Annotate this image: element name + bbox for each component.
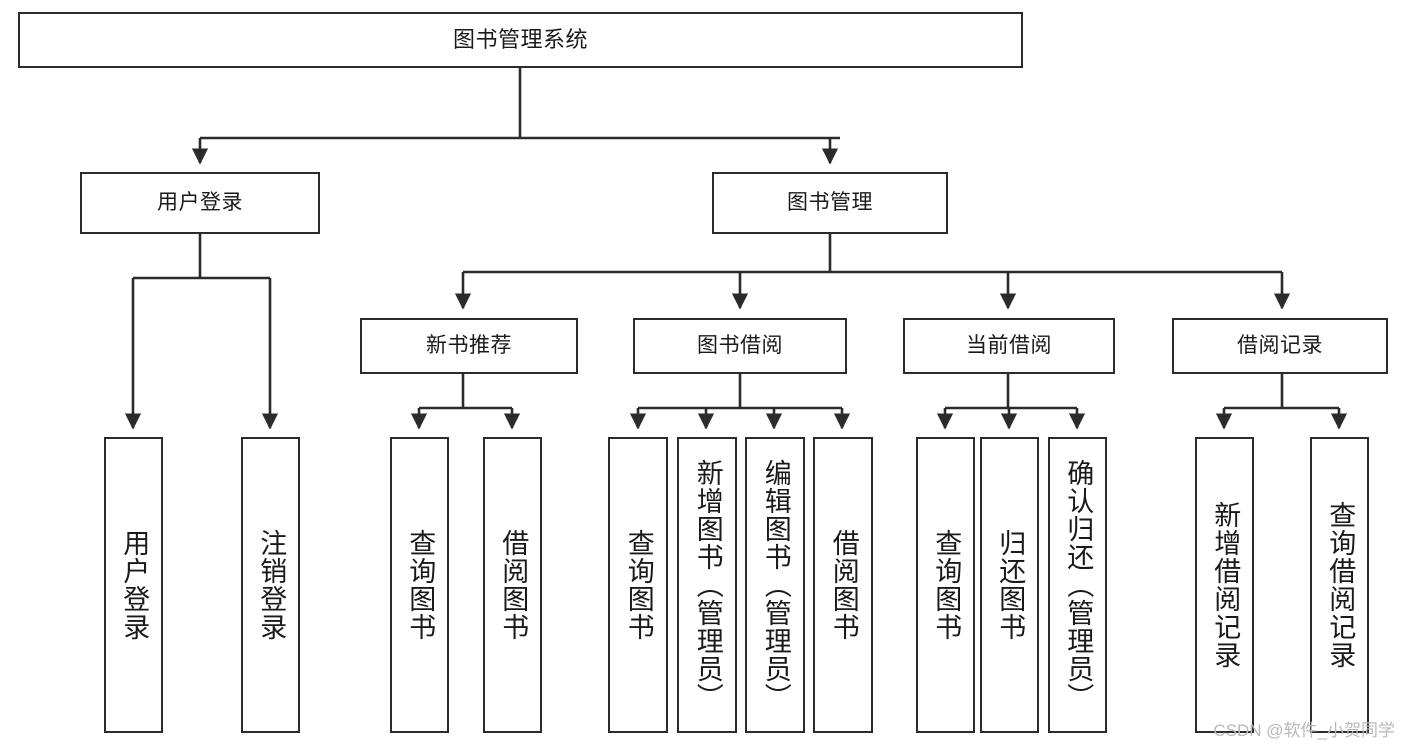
node-leaf-return-book-label: 归还图书 [995,529,1026,641]
node-user-login-label: 用户登录 [157,190,243,214]
node-leaf-query-record[interactable]: 查询借阅记录 [1310,437,1369,733]
csdn-watermark: CSDN @软件_小贺同学 [1213,721,1395,740]
node-leaf-add-record-label: 新增借阅记录 [1210,501,1241,669]
node-leaf-user-login[interactable]: 用户登录 [104,437,163,733]
node-book-management-label: 图书管理 [787,190,873,214]
node-leaf-borrow-book-1[interactable]: 借阅图书 [483,437,542,733]
node-leaf-query-book-1[interactable]: 查询图书 [390,437,449,733]
node-leaf-return-book[interactable]: 归还图书 [980,437,1039,733]
node-leaf-user-login-label: 用户登录 [119,529,150,641]
node-leaf-logout-label: 注销登录 [256,529,287,641]
node-leaf-query-book-3-label: 查询图书 [931,529,962,641]
node-root-label: 图书管理系统 [452,27,588,53]
node-current-borrow[interactable]: 当前借阅 [903,318,1115,374]
node-leaf-query-book-1-label: 查询图书 [405,529,436,641]
node-new-book-recommend-label: 新书推荐 [426,333,512,357]
node-leaf-query-book-2[interactable]: 查询图书 [608,437,668,733]
node-user-login[interactable]: 用户登录 [80,172,320,234]
node-leaf-add-book-label: 新增图书（管理员） [692,459,723,711]
node-leaf-logout[interactable]: 注销登录 [241,437,300,733]
node-leaf-query-record-label: 查询借阅记录 [1325,501,1356,669]
node-leaf-confirm-return[interactable]: 确认归还（管理员） [1048,437,1107,733]
node-current-borrow-label: 当前借阅 [966,333,1052,357]
node-leaf-edit-book[interactable]: 编辑图书（管理员） [745,437,805,733]
node-leaf-query-book-3[interactable]: 查询图书 [916,437,975,733]
node-new-book-recommend[interactable]: 新书推荐 [360,318,578,374]
node-book-management[interactable]: 图书管理 [712,172,948,234]
node-leaf-query-book-2-label: 查询图书 [623,529,654,641]
node-borrow-record[interactable]: 借阅记录 [1172,318,1388,374]
node-root-book-management-system[interactable]: 图书管理系统 [18,12,1023,68]
node-leaf-add-record[interactable]: 新增借阅记录 [1195,437,1254,733]
node-leaf-borrow-book-1-label: 借阅图书 [498,529,529,641]
node-leaf-borrow-book-2[interactable]: 借阅图书 [813,437,873,733]
node-book-borrow[interactable]: 图书借阅 [633,318,847,374]
node-leaf-confirm-return-label: 确认归还（管理员） [1063,459,1094,711]
node-leaf-add-book[interactable]: 新增图书（管理员） [677,437,737,733]
node-borrow-record-label: 借阅记录 [1237,333,1323,357]
node-leaf-borrow-book-2-label: 借阅图书 [828,529,859,641]
node-book-borrow-label: 图书借阅 [697,333,783,357]
node-leaf-edit-book-label: 编辑图书（管理员） [760,459,791,711]
